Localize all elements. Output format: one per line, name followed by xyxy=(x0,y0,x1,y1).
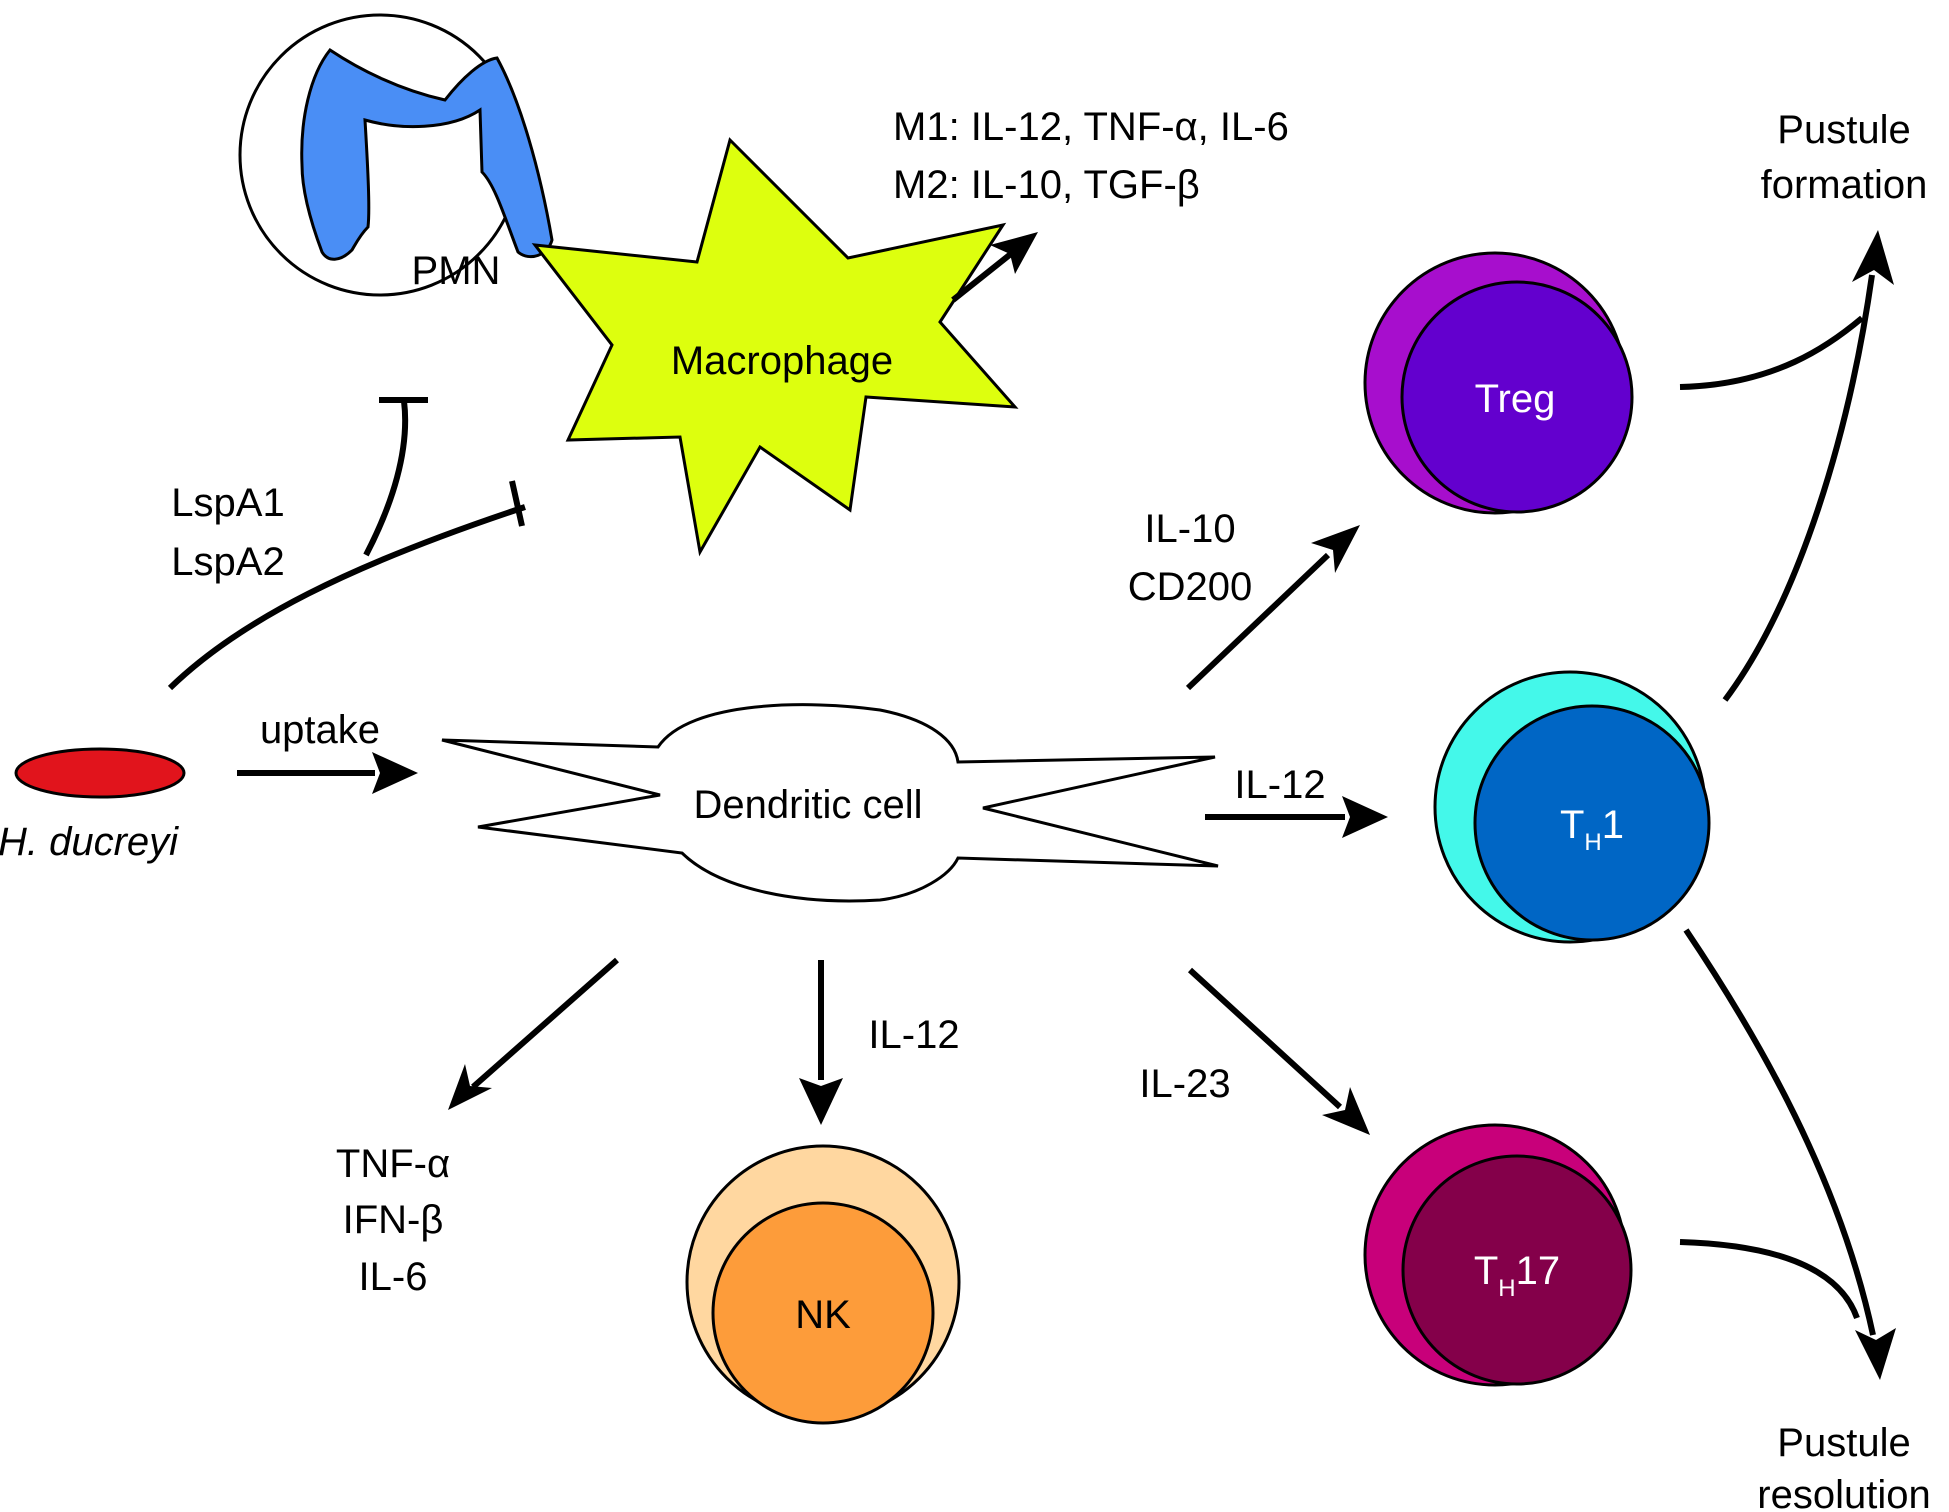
pustule-formation-line1: Pustule xyxy=(1777,108,1910,152)
dc-cytokine-arrow: TNF-α IFN-β IL-6 xyxy=(336,957,619,1299)
nk-label: NK xyxy=(795,1293,851,1337)
nk-cell-inner xyxy=(711,1201,935,1425)
nk-activation-arrow: IL-12 xyxy=(799,960,960,1125)
lspa2-label: LspA2 xyxy=(171,540,284,584)
dendritic-cell xyxy=(441,703,1219,903)
th17-induction-arrow: IL-23 xyxy=(1139,967,1370,1135)
ifn-beta-label: IFN-β xyxy=(343,1198,444,1242)
th1-induction-arrow: IL-12 xyxy=(1205,763,1388,838)
treg-label: Treg xyxy=(1475,377,1556,421)
th1-signal-label: IL-12 xyxy=(1234,763,1325,807)
pustule-formation-arrows xyxy=(1679,230,1894,702)
pmn-nucleus xyxy=(300,47,554,261)
pmn-node: PMN xyxy=(238,13,554,297)
macrophage-node: Macrophage xyxy=(531,137,1019,557)
th17-node: TH17 xyxy=(1363,1123,1633,1387)
pustule-resolution-line2: resolution xyxy=(1757,1473,1930,1512)
macrophage-label: Macrophage xyxy=(671,339,893,383)
pmn-label: PMN xyxy=(412,249,501,293)
m1-cytokines: M1: IL-12, TNF-α, IL-6 xyxy=(893,105,1289,149)
lspa1-label: LspA1 xyxy=(171,481,284,525)
th17-cell-inner xyxy=(1401,1154,1633,1386)
m2-cytokines: M2: IL-10, TGF-β xyxy=(893,163,1200,207)
pustule-formation-line2: formation xyxy=(1761,163,1928,207)
treg-signal-cd200: CD200 xyxy=(1128,565,1253,609)
il6-label: IL-6 xyxy=(359,1255,428,1299)
pustule-resolution-line1: Pustule xyxy=(1777,1421,1910,1465)
outcome-labels: Pustule formation Pustule resolution xyxy=(1757,108,1930,1512)
dendritic-cell-node: Dendritic cell xyxy=(441,703,1219,903)
macrophage-cell xyxy=(531,137,1019,557)
treg-induction-arrow: IL-10 CD200 xyxy=(1128,507,1360,691)
uptake-arrow: uptake xyxy=(237,708,418,794)
th1-cell-inner xyxy=(1473,704,1711,942)
th17-signal-label: IL-23 xyxy=(1139,1062,1230,1106)
treg-node: Treg xyxy=(1363,251,1634,515)
macrophage-output-arrow: M1: IL-12, TNF-α, IL-6 M2: IL-10, TGF-β xyxy=(893,105,1289,303)
h-ducreyi-bacterium xyxy=(14,747,186,799)
h-ducreyi-node: H. ducreyi xyxy=(0,747,186,864)
nk-signal-label: IL-12 xyxy=(868,1013,959,1057)
treg-signal-il10: IL-10 xyxy=(1144,507,1235,551)
pustule-resolution-arrows xyxy=(1679,928,1896,1380)
nk-node: NK xyxy=(685,1144,961,1425)
dendritic-cell-label: Dendritic cell xyxy=(694,783,923,827)
th1-node: TH1 xyxy=(1433,670,1711,944)
h-ducreyi-label: H. ducreyi xyxy=(0,820,179,864)
th1-label: TH1 xyxy=(1560,803,1624,856)
uptake-label: uptake xyxy=(260,708,380,752)
tnf-alpha-label: TNF-α xyxy=(336,1142,450,1186)
treg-cell-inner xyxy=(1400,280,1634,514)
lspa-inhibition: LspA1 LspA2 xyxy=(167,397,526,691)
th17-label: TH17 xyxy=(1474,1249,1560,1302)
